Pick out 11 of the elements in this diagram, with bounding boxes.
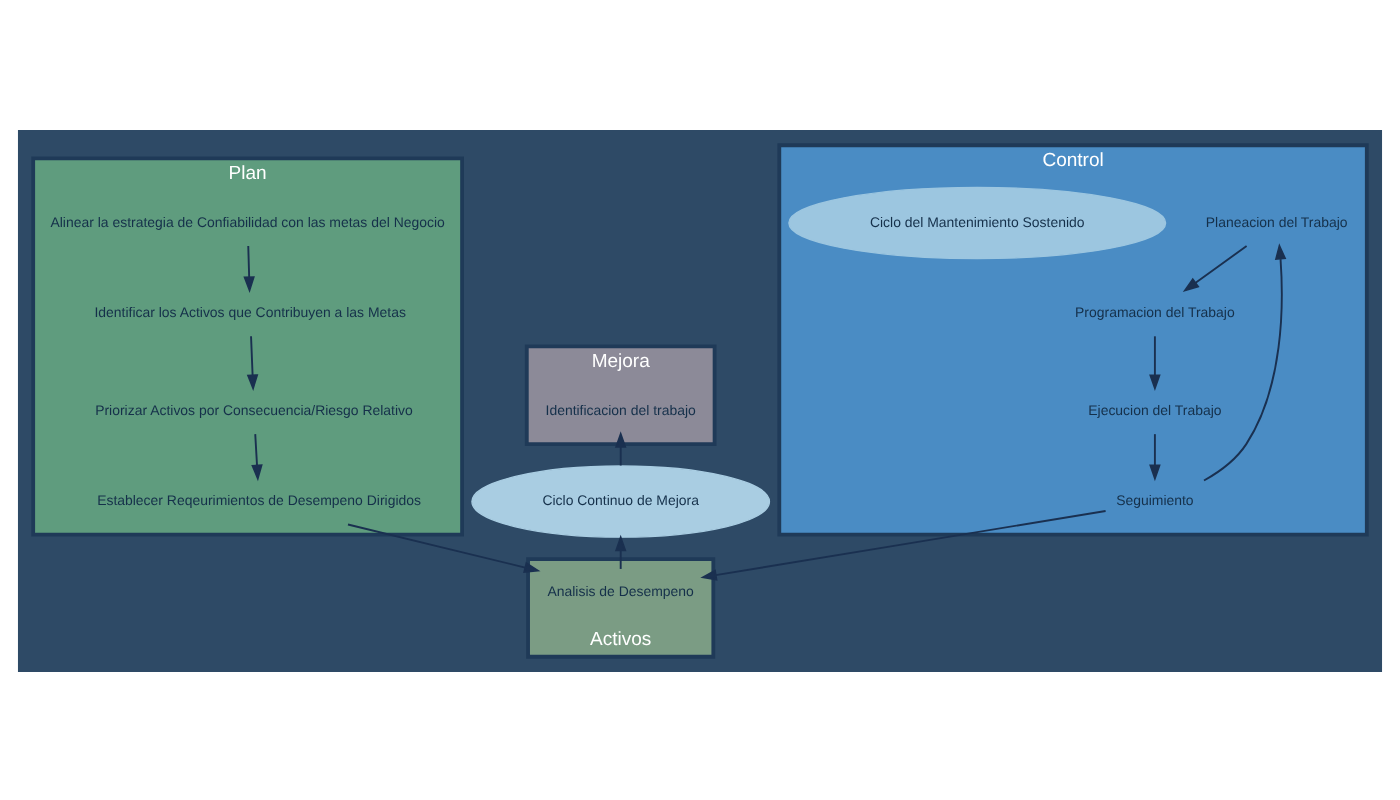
- arrow: [243, 244, 255, 292]
- arrow: [1203, 242, 1287, 481]
- arrow: [1182, 244, 1248, 292]
- arrow: [1149, 334, 1161, 390]
- arrow: [246, 334, 259, 390]
- arrow: [700, 509, 1107, 580]
- arrow: [1149, 432, 1161, 481]
- arrow: [614, 430, 627, 466]
- arrow: [614, 533, 627, 569]
- arrow: [251, 432, 263, 481]
- arrow: [347, 522, 541, 572]
